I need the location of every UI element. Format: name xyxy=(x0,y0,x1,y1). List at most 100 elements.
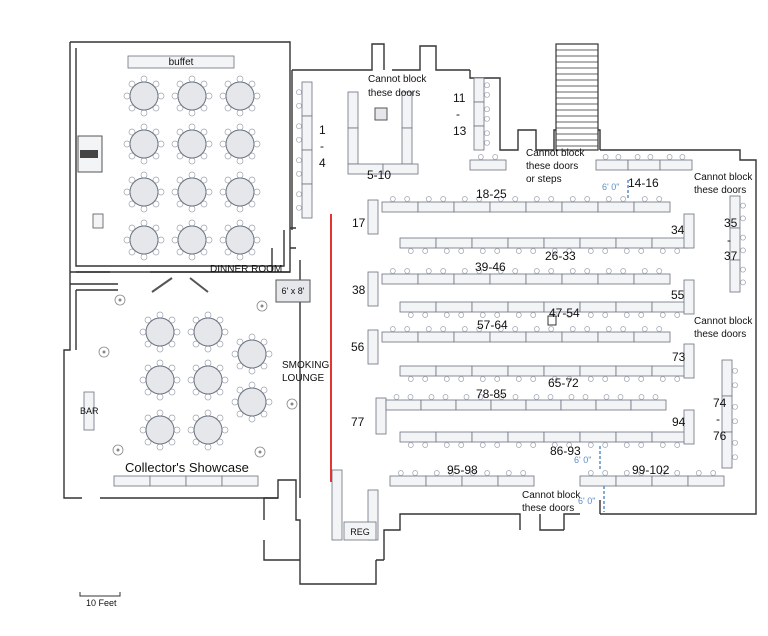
chair xyxy=(512,394,519,400)
chair xyxy=(171,140,179,148)
table-segment xyxy=(473,125,485,151)
chair xyxy=(204,311,212,319)
chair xyxy=(157,236,165,244)
chair xyxy=(176,176,184,184)
table-segment xyxy=(687,475,725,487)
chair xyxy=(620,268,627,274)
chair xyxy=(397,470,404,476)
chair xyxy=(674,312,681,318)
chair xyxy=(219,188,227,196)
chair xyxy=(192,414,200,422)
chair xyxy=(659,376,666,382)
chair xyxy=(422,312,429,318)
chair xyxy=(469,470,476,476)
chair xyxy=(440,326,447,332)
round-table-top xyxy=(177,81,207,111)
table-segment xyxy=(683,279,695,315)
chair xyxy=(157,92,165,100)
round-table xyxy=(219,171,261,213)
pillar-dot xyxy=(258,450,262,454)
label-11: 11 xyxy=(453,91,466,105)
chair xyxy=(152,224,160,232)
table-segment xyxy=(469,159,507,171)
chair xyxy=(512,196,519,202)
table-segment xyxy=(489,331,527,343)
chair xyxy=(569,326,576,332)
chair xyxy=(236,75,244,83)
round-table xyxy=(219,123,261,165)
round-table xyxy=(187,311,229,353)
chair xyxy=(551,248,558,254)
chair xyxy=(140,123,148,131)
chair xyxy=(216,438,224,446)
table-segment xyxy=(367,271,379,307)
chair xyxy=(187,426,195,434)
chair xyxy=(260,386,268,394)
chair xyxy=(623,470,630,476)
chair xyxy=(389,268,396,274)
pillar-dot xyxy=(102,350,106,354)
round-table-top xyxy=(225,81,255,111)
showcase-round-tables xyxy=(139,311,273,451)
chair xyxy=(219,140,227,148)
chair xyxy=(205,92,213,100)
chair xyxy=(530,376,537,382)
chair xyxy=(221,376,229,384)
chair xyxy=(587,312,594,318)
pillar-dot xyxy=(116,448,120,452)
chair xyxy=(204,345,212,353)
chair xyxy=(296,170,302,177)
chair xyxy=(659,312,666,318)
table-segment xyxy=(473,101,485,127)
label-38: 38 xyxy=(352,283,366,297)
chair xyxy=(176,128,184,136)
chair xyxy=(422,442,429,448)
table-segment xyxy=(615,365,653,377)
chair xyxy=(461,268,468,274)
chair xyxy=(188,219,196,227)
chair xyxy=(407,376,414,382)
chair xyxy=(128,248,136,256)
label-74: 74 xyxy=(713,396,727,410)
table-segment xyxy=(347,91,359,129)
chair xyxy=(533,394,540,400)
tables-47-54 xyxy=(399,301,689,318)
chair xyxy=(566,442,573,448)
chair xyxy=(187,328,195,336)
round-table-top xyxy=(129,129,159,159)
chair xyxy=(732,367,738,374)
tables-18-25 xyxy=(381,196,671,213)
chair xyxy=(139,376,147,384)
chair xyxy=(253,140,261,148)
chair xyxy=(638,442,645,448)
table-segment xyxy=(471,237,509,249)
table-segment xyxy=(301,81,313,117)
chair xyxy=(407,312,414,318)
chair xyxy=(422,376,429,382)
chair xyxy=(533,326,540,332)
chair xyxy=(139,328,147,336)
chair xyxy=(152,200,160,208)
chair xyxy=(732,418,738,425)
chair xyxy=(425,326,432,332)
buffet-label: buffet xyxy=(169,57,194,68)
notes: Cannot block these doors Cannot block th… xyxy=(368,74,753,514)
showcase-table xyxy=(149,475,187,487)
chair xyxy=(157,140,165,148)
chair xyxy=(248,415,256,423)
round-table xyxy=(231,333,273,375)
chair xyxy=(236,253,244,261)
chair xyxy=(192,364,200,372)
chair xyxy=(448,470,455,476)
chair xyxy=(152,152,160,160)
chair xyxy=(568,394,575,400)
chair xyxy=(584,196,591,202)
chair xyxy=(144,414,152,422)
chair xyxy=(168,438,176,446)
table-segment xyxy=(375,397,387,435)
chair xyxy=(144,316,152,324)
round-table-top xyxy=(177,225,207,255)
chair xyxy=(296,123,302,130)
table-segment xyxy=(597,331,635,343)
label-99-102: 99-102 xyxy=(632,463,670,477)
